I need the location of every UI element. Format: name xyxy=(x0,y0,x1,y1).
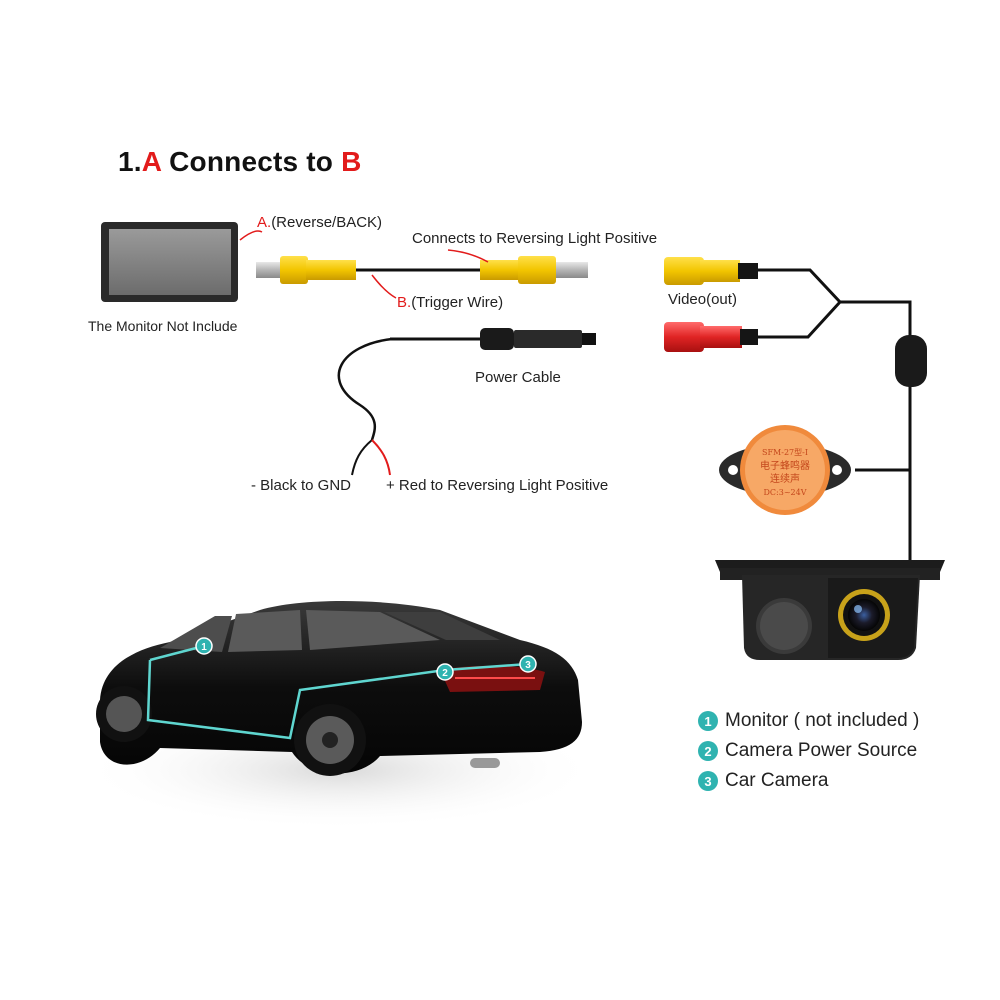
buzzer-icon: SFM-27型-I 电子蜂鸣器 连续声 DC:3~24V xyxy=(719,425,851,515)
monitor-caption: The Monitor Not Include xyxy=(88,318,238,334)
cable-ferrite-icon xyxy=(895,335,927,387)
black-gnd-label: - Black to GND xyxy=(251,477,352,494)
video-out-label: Video(out) xyxy=(668,291,737,308)
rca-connector-a-icon xyxy=(256,256,480,284)
svg-text:1: 1 xyxy=(201,642,207,653)
car-point-2: 2 xyxy=(436,663,454,681)
reverse-label: A.(Reverse/BACK) xyxy=(257,214,383,231)
rca-connector-b-icon xyxy=(480,256,588,284)
legend-item-camera: 3 Car Camera xyxy=(698,766,919,796)
legend-label: Camera Power Source xyxy=(725,740,918,761)
power-plug-icon xyxy=(390,328,596,350)
car-camera-icon xyxy=(715,560,945,660)
legend: 1 Monitor ( not included ) 2 Camera Powe… xyxy=(698,706,919,796)
buzzer-type-text: 电子蜂鸣器 xyxy=(760,459,810,472)
video-out-connector-icon xyxy=(664,257,842,304)
buzzer-voltage-text: DC:3~24V xyxy=(764,488,807,497)
svg-text:3: 3 xyxy=(525,660,531,671)
reversing-light-label: Connects to Reversing Light Positive xyxy=(412,230,658,247)
legend-badge-1: 1 xyxy=(698,711,718,731)
red-rca-connector-icon xyxy=(664,300,842,352)
buzzer-sound-text: 连续声 xyxy=(770,472,800,485)
car-point-3: 3 xyxy=(519,655,537,673)
legend-label: Monitor ( not included ) xyxy=(725,710,920,731)
car-point-1: 1 xyxy=(195,637,213,655)
legend-badge-2: 2 xyxy=(698,741,718,761)
red-positive-label: + Red to Reversing Light Positive xyxy=(386,477,609,494)
buzzer-model-text: SFM-27型-I xyxy=(762,448,808,457)
monitor-icon xyxy=(101,222,238,302)
car-illustration xyxy=(80,601,600,830)
legend-item-power-source: 2 Camera Power Source xyxy=(698,736,919,766)
trigger-wire-label: B.(Trigger Wire) xyxy=(397,294,504,311)
legend-badge-3: 3 xyxy=(698,771,718,791)
legend-item-monitor: 1 Monitor ( not included ) xyxy=(698,706,919,736)
legend-label: Car Camera xyxy=(725,770,829,791)
power-cable-label: Power Cable xyxy=(475,369,561,386)
page-title: 1.A Connects to B xyxy=(118,146,362,177)
svg-text:2: 2 xyxy=(442,668,448,679)
